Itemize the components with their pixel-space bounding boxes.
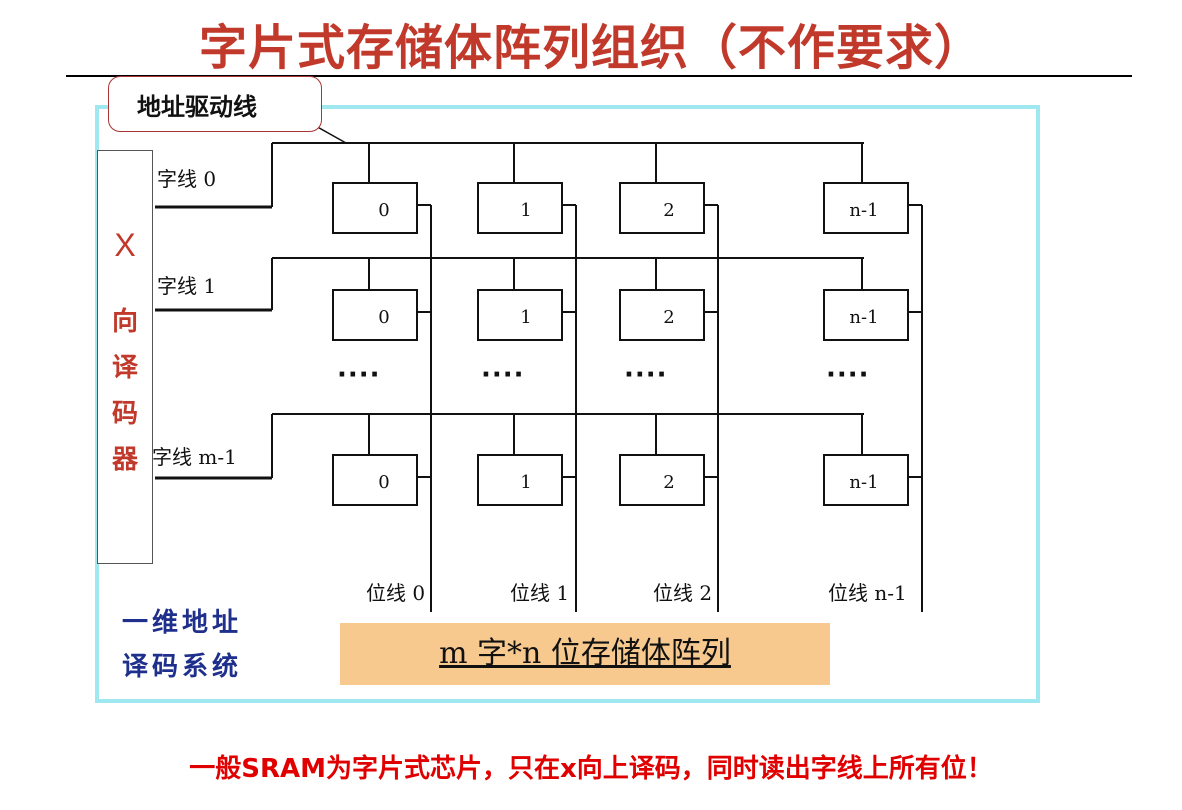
memory-cell [619, 289, 705, 341]
cell-label: 0 [378, 472, 390, 493]
word-line-label: 字线 1 [157, 274, 217, 298]
one-dim-decode-label: 一维地址 [122, 608, 243, 638]
bit-line-label: 位线 0 [366, 581, 426, 605]
ellipsis: ···· [337, 360, 381, 390]
storage-array-label: m 字*n 位存储体阵列 [340, 623, 830, 685]
cell-label: 2 [663, 307, 675, 328]
cell-label: n-1 [849, 307, 879, 328]
cell-label: 1 [520, 307, 532, 328]
ellipsis: ···· [481, 360, 525, 390]
cell-label: 2 [663, 472, 675, 493]
address-driver-callout: 地址驱动线 [108, 76, 322, 132]
word-line-label: 字线 m-1 [152, 445, 237, 469]
one-dim-decode-label: 译码系统 [122, 652, 243, 682]
memory-cell [619, 454, 705, 506]
cell-label: n-1 [849, 472, 879, 493]
bit-line-label: 位线 1 [510, 581, 570, 605]
cell-label: 1 [520, 472, 532, 493]
decoder-x-label: X [114, 227, 136, 263]
decoder-char: 译 [111, 353, 138, 383]
memory-cell [823, 454, 909, 506]
page-title: 字片式存储体阵列组织（不作要求） [198, 20, 983, 76]
memory-cell [823, 289, 909, 341]
bit-line-label: 位线 n-1 [828, 581, 907, 605]
bit-line-label: 位线 2 [653, 581, 713, 605]
ellipsis: ···· [624, 360, 668, 390]
title-divider [66, 75, 1132, 77]
memory-cell [332, 454, 418, 506]
decoder-char: 向 [111, 307, 138, 337]
decoder-char: 器 [111, 445, 138, 475]
memory-cell [823, 182, 909, 234]
cell-label: 1 [520, 200, 532, 221]
memory-cell [619, 182, 705, 234]
memory-cell [477, 289, 563, 341]
cell-label: 0 [378, 307, 390, 328]
memory-cell [477, 454, 563, 506]
memory-cell [332, 289, 418, 341]
cell-label: 0 [378, 200, 390, 221]
memory-cell [477, 182, 563, 234]
cell-label: 2 [663, 200, 675, 221]
word-line-label: 字线 0 [157, 167, 217, 191]
cell-label: n-1 [849, 200, 879, 221]
ellipsis: ···· [826, 360, 870, 390]
footer-note: 一般SRAM为字片式芯片，只在x向上译码，同时读出字线上所有位！ [189, 754, 993, 784]
decoder-char: 码 [111, 399, 138, 429]
x-decoder: X 向 译 码 器 [97, 150, 153, 564]
memory-cell [332, 182, 418, 234]
